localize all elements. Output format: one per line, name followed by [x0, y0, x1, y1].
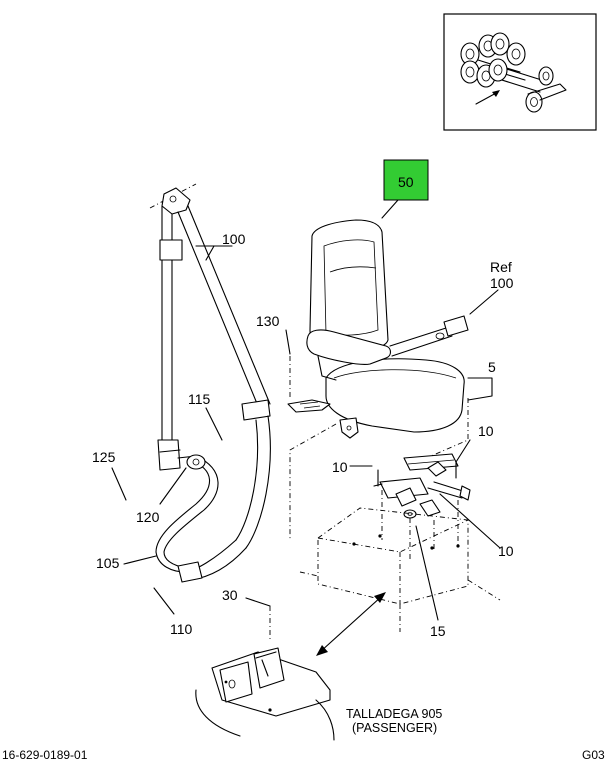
floor-mount-assembly [195, 606, 335, 741]
double-arrow [316, 592, 386, 656]
callout-5[interactable]: 5 [488, 359, 496, 375]
callout-10-right[interactable]: 10 [478, 423, 494, 439]
callout-10-left[interactable]: 10 [332, 459, 348, 475]
callout-50[interactable]: 50 [398, 174, 414, 190]
caption-position: (PASSENGER) [352, 721, 437, 735]
callout-ref-word: Ref [490, 259, 512, 275]
locator-inset [443, 13, 597, 131]
callout-leaders [111, 245, 501, 621]
callout-100-ref[interactable]: 100 [490, 275, 514, 291]
callout-10-lower[interactable]: 10 [498, 543, 514, 559]
callout-125[interactable]: 125 [92, 449, 116, 465]
callout-15[interactable]: 15 [430, 623, 446, 639]
mounting-hardware [373, 453, 471, 560]
callout-50-highlight[interactable] [383, 159, 429, 201]
callout-100-belt[interactable]: 100 [222, 231, 246, 247]
seat-riser [299, 507, 501, 632]
callout-110[interactable]: 110 [170, 621, 193, 637]
callout-105[interactable]: 105 [96, 555, 120, 571]
seat-belt-assembly [149, 183, 271, 583]
callout-115[interactable]: 115 [188, 391, 211, 407]
callout-130[interactable]: 130 [256, 313, 280, 329]
caption-model: TALLADEGA 905 [346, 707, 442, 721]
callout-120[interactable]: 120 [136, 509, 160, 525]
footer-part-number: 16-629-0189-01 [2, 748, 88, 761]
seat-assembly [287, 199, 469, 540]
callout-30[interactable]: 30 [222, 587, 238, 603]
footer-sheet: G03 [582, 748, 605, 761]
